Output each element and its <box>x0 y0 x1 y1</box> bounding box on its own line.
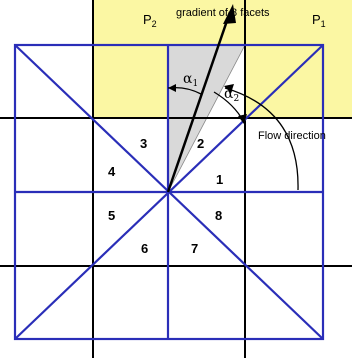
alpha1-label: α1 <box>183 71 198 89</box>
facet-7-label: 7 <box>191 241 198 256</box>
facet-4-label: 4 <box>108 164 116 179</box>
alpha2-arrow-head <box>238 114 247 124</box>
facet-2-label: 2 <box>197 136 204 151</box>
gradient-arrow-shaft <box>166 11 232 193</box>
p1-label: P1 <box>312 12 326 29</box>
gradient-arrow-head <box>223 4 236 24</box>
gradient-label: gradient of 8 facets <box>176 7 270 19</box>
facet-1-label: 1 <box>216 172 223 187</box>
facet-6-label: 6 <box>141 241 148 256</box>
flow-direction-arc <box>224 87 299 191</box>
p2-label: P2 <box>143 12 157 29</box>
alpha1-arrow-head <box>168 84 176 92</box>
flow-direction-label: Flow direction <box>258 130 326 142</box>
flow-arrow-head <box>224 84 234 93</box>
alpha2-label: α2 <box>224 86 239 104</box>
facet-3-label: 3 <box>140 136 147 151</box>
facet-5-label: 5 <box>108 208 115 223</box>
facet-8-label: 8 <box>215 208 222 223</box>
facet-network <box>13 43 325 341</box>
